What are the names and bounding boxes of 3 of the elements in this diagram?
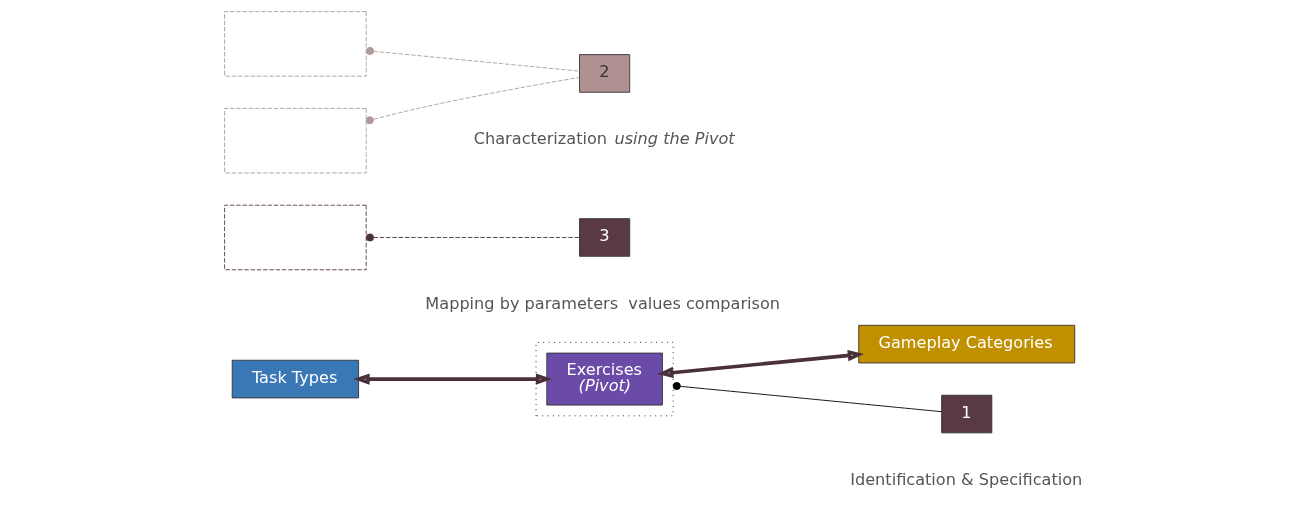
node-label: Mapping by parameters values comparison [424, 293, 780, 313]
node-label: Identification & Specification [849, 470, 1082, 490]
node-label: Characterization using the Pivot [473, 128, 735, 148]
